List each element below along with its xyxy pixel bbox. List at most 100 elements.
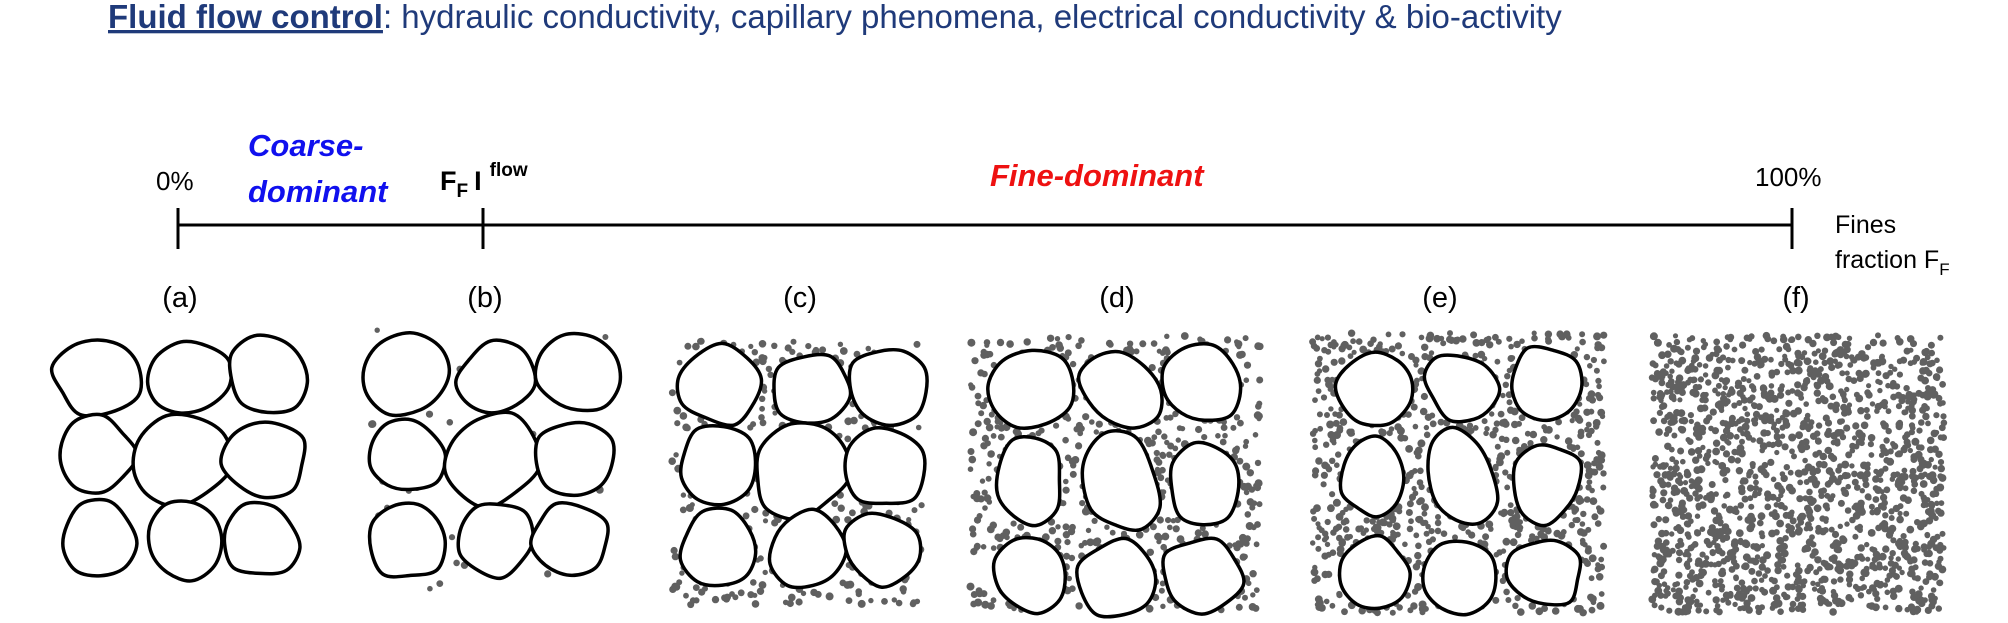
fines-particle bbox=[1240, 482, 1249, 491]
fines-particle bbox=[711, 595, 720, 604]
fines-particle bbox=[756, 587, 765, 595]
fines-particle bbox=[1695, 384, 1701, 391]
fines-particle bbox=[1789, 583, 1797, 591]
fines-particle bbox=[1726, 549, 1735, 558]
fines-particle bbox=[1655, 428, 1663, 436]
axis-start-label: 0% bbox=[156, 166, 194, 196]
fines-particle bbox=[1725, 364, 1731, 371]
fines-particle bbox=[1731, 538, 1739, 547]
fines-particle bbox=[1502, 537, 1511, 546]
fines-particle bbox=[1937, 334, 1944, 341]
fines-particle bbox=[1883, 486, 1891, 494]
fines-particle bbox=[1824, 600, 1832, 607]
fines-particle bbox=[1896, 338, 1904, 346]
fines-particle bbox=[1256, 376, 1264, 384]
fines-particle bbox=[1482, 533, 1490, 541]
fines-particle bbox=[837, 341, 844, 347]
fines-particle bbox=[1916, 427, 1923, 434]
fines-particle bbox=[1740, 605, 1746, 611]
fines-particle bbox=[1399, 350, 1406, 357]
fines-particle bbox=[1883, 437, 1890, 444]
fines-particle bbox=[1807, 498, 1816, 506]
fines-particle bbox=[1351, 349, 1357, 355]
fines-particle bbox=[1551, 607, 1560, 615]
fines-particle bbox=[1253, 482, 1260, 489]
fines-particle bbox=[1905, 405, 1911, 411]
fines-particle bbox=[1741, 563, 1748, 570]
fines-particle bbox=[1063, 478, 1069, 485]
fines-particle bbox=[1782, 409, 1789, 416]
fines-particle bbox=[1923, 392, 1932, 401]
fines-particle bbox=[1590, 356, 1597, 364]
fines-particle bbox=[1360, 530, 1367, 536]
fines-particle bbox=[1899, 394, 1907, 402]
fines-particle bbox=[1916, 465, 1924, 473]
fines-particle bbox=[1160, 603, 1166, 609]
panel-f-particles bbox=[1648, 331, 1948, 616]
fines-particle bbox=[1504, 449, 1511, 456]
fines-particle bbox=[1789, 530, 1796, 538]
fines-particle bbox=[1913, 354, 1921, 362]
fines-particle bbox=[1734, 457, 1742, 464]
fines-particle bbox=[1329, 549, 1337, 556]
fines-particle bbox=[1311, 515, 1318, 522]
fines-particle bbox=[970, 493, 977, 500]
fines-particle bbox=[839, 347, 848, 355]
fines-particle bbox=[1668, 418, 1677, 426]
fines-particle bbox=[1814, 556, 1822, 564]
fines-particle bbox=[1789, 448, 1795, 455]
fines-particle bbox=[1867, 441, 1874, 448]
fines-particle bbox=[1743, 599, 1751, 607]
fines-particle bbox=[1932, 595, 1938, 602]
coarse-grain bbox=[227, 333, 310, 415]
fines-particle bbox=[1845, 483, 1851, 490]
coarse-grain bbox=[1337, 533, 1412, 611]
fines-particle bbox=[1705, 541, 1713, 549]
fines-particle bbox=[1914, 450, 1923, 459]
fines-particle bbox=[1903, 510, 1910, 517]
fines-particle bbox=[979, 401, 987, 410]
fines-particle bbox=[1937, 555, 1944, 562]
fines-particle bbox=[1156, 516, 1164, 524]
fines-particle bbox=[1910, 340, 1917, 348]
fines-particle bbox=[759, 419, 767, 427]
fines-particle bbox=[1533, 535, 1540, 542]
fines-particle bbox=[1569, 418, 1575, 424]
coarse-grain bbox=[49, 338, 144, 418]
fines-particle bbox=[1314, 360, 1323, 368]
fines-particle bbox=[1687, 412, 1694, 419]
fines-particle bbox=[1905, 394, 1912, 401]
fines-particle bbox=[853, 350, 861, 358]
fines-particle bbox=[1591, 513, 1599, 521]
fines-particle bbox=[1789, 517, 1797, 525]
fines-particle bbox=[1852, 533, 1859, 540]
fines-particle bbox=[1920, 543, 1928, 551]
fines-particle bbox=[980, 351, 988, 359]
fines-particle bbox=[1677, 447, 1685, 455]
fines-particle bbox=[1914, 575, 1921, 582]
fines-particle bbox=[1852, 502, 1860, 510]
fines-particle bbox=[1243, 438, 1250, 445]
fines-particle bbox=[1256, 501, 1263, 508]
fines-particle bbox=[1785, 483, 1794, 492]
panel-label-c: (c) bbox=[783, 282, 817, 314]
fines-particle bbox=[1857, 592, 1865, 599]
fines-particle bbox=[1738, 537, 1744, 543]
fines-particle bbox=[1671, 432, 1678, 439]
fines-particle bbox=[1824, 446, 1833, 455]
fines-particle bbox=[1892, 366, 1898, 372]
fines-particle bbox=[680, 492, 687, 498]
fines-particle bbox=[1728, 414, 1736, 422]
fines-particle bbox=[1242, 462, 1251, 471]
fines-particle bbox=[1885, 382, 1891, 389]
fines-particle bbox=[1421, 510, 1428, 517]
fines-particle bbox=[1314, 602, 1320, 608]
fines-particle bbox=[1908, 412, 1916, 420]
fines-particle bbox=[1700, 444, 1706, 450]
fines-particle bbox=[1888, 515, 1895, 521]
fines-particle bbox=[1738, 579, 1746, 586]
fines-particle bbox=[1869, 509, 1876, 516]
fines-particle bbox=[974, 392, 982, 400]
fines-particle bbox=[1803, 401, 1809, 407]
fines-particle bbox=[1669, 368, 1675, 374]
